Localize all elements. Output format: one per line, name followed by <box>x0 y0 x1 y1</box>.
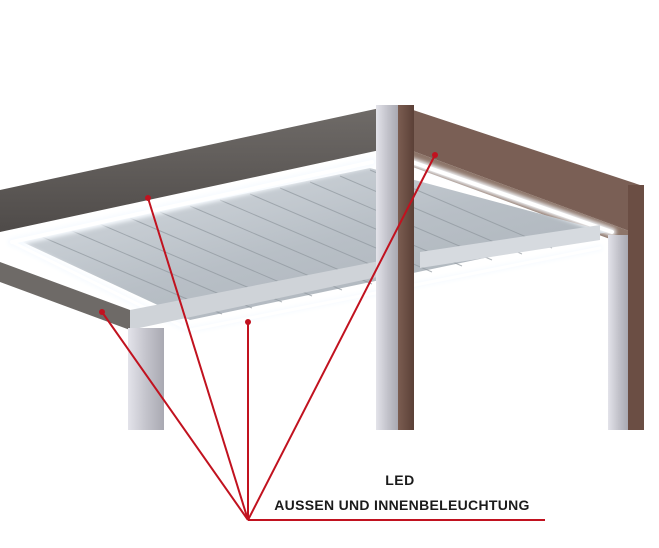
front-beam <box>130 255 410 330</box>
front-left-beam <box>0 262 130 330</box>
caption-lighting: AUSSEN UND INNENBELEUCHTUNG <box>274 497 530 513</box>
right-post-brown <box>628 185 644 430</box>
louvre-roof-surface <box>18 168 608 320</box>
front-right-beam <box>420 225 600 268</box>
right-post <box>608 235 628 430</box>
right-side-beam <box>398 105 640 235</box>
caption-led: LED <box>385 472 415 488</box>
center-post-light <box>376 105 398 430</box>
callout-dot <box>432 152 438 158</box>
roof-top-beam <box>0 108 380 232</box>
callout-dot <box>99 309 105 315</box>
left-post <box>128 328 164 430</box>
callout-dot <box>245 319 251 325</box>
callout-lines <box>101 154 545 521</box>
callout-dot <box>145 195 151 201</box>
callout-dots <box>99 152 438 325</box>
center-post-brown <box>398 105 414 430</box>
